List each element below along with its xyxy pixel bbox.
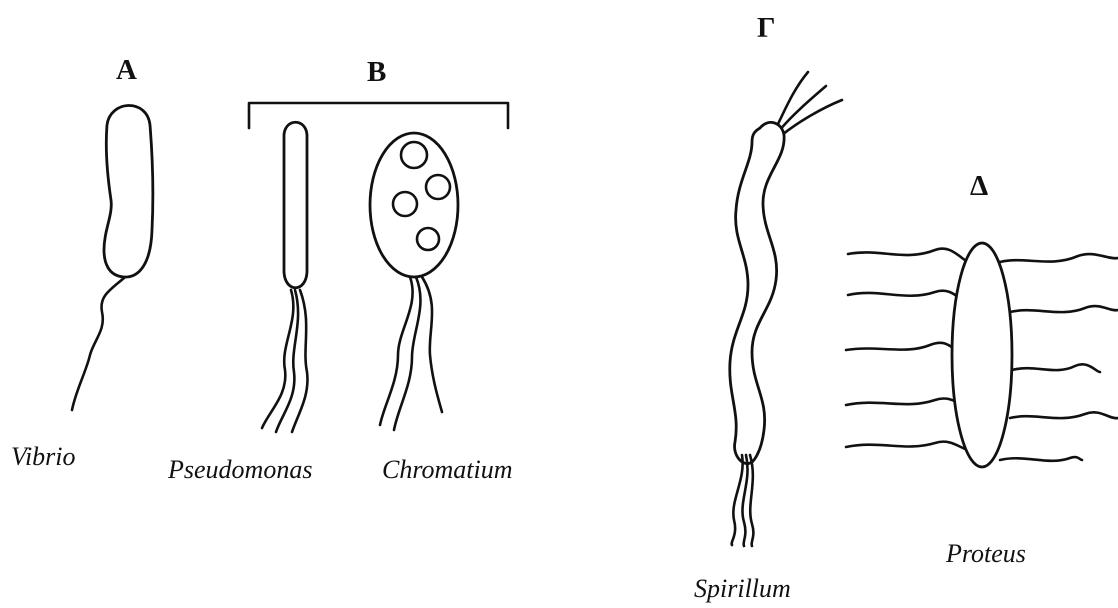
group-label-gamma: Γ — [757, 14, 775, 43]
vibrio-cell — [104, 105, 153, 277]
pseudomonas-flagella — [262, 290, 307, 432]
vibrio-flagellum — [72, 278, 124, 410]
pseudomonas-cell — [284, 122, 307, 288]
species-label-vibrio: Vibrio — [11, 444, 76, 470]
species-label-spirillum: Spirillum — [694, 576, 791, 602]
proteus-flagella-right — [1000, 254, 1118, 461]
group-label-a: A — [116, 56, 137, 85]
spirillum-cell — [730, 122, 784, 463]
species-label-chromatium: Chromatium — [382, 457, 513, 483]
spirillum-flagella-top — [776, 72, 842, 135]
species-label-proteus: Proteus — [946, 541, 1026, 567]
chromatium-flagella — [380, 277, 442, 430]
proteus-cell — [952, 243, 1012, 467]
group-label-delta: Δ — [970, 172, 988, 201]
species-label-pseudomonas: Pseudomonas — [168, 457, 312, 483]
spirillum-flagella-bottom — [732, 455, 754, 546]
proteus-flagella-left — [846, 249, 968, 450]
group-label-b: B — [367, 58, 386, 87]
chromatium-cell — [370, 133, 458, 277]
